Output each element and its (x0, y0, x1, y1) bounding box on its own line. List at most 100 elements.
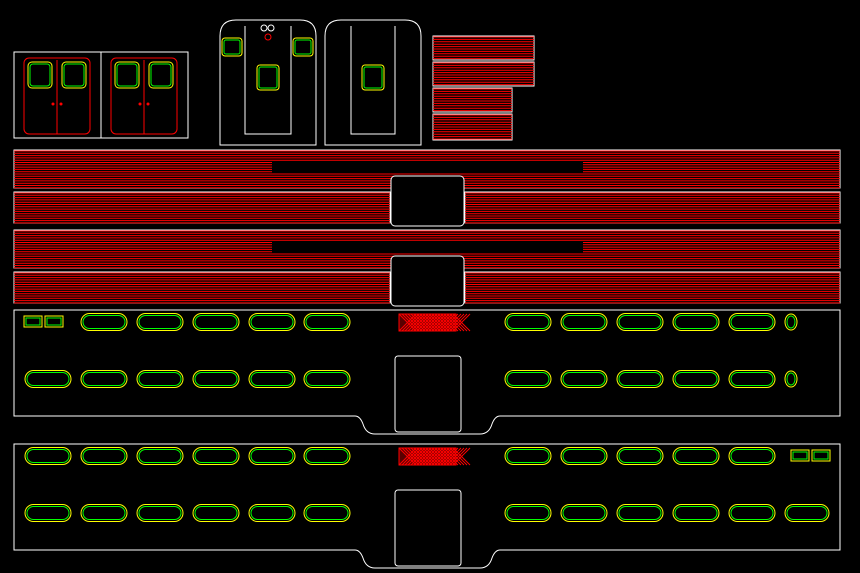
door-handle-icon (51, 102, 55, 106)
window-inner (562, 315, 606, 329)
grille-line (446, 313, 465, 332)
window-outer (24, 504, 72, 522)
window-outer (728, 504, 776, 522)
side-grille (398, 313, 471, 332)
roof-panels (13, 149, 841, 307)
window-bottom-right (672, 370, 720, 388)
window-outer (504, 313, 552, 331)
small-window-inner (46, 317, 62, 326)
door-handle-icon (146, 102, 150, 106)
window-outer (616, 504, 664, 522)
window-outer (616, 370, 664, 388)
window-bottom-left (248, 370, 296, 388)
strip-1 (432, 35, 535, 61)
window-bottom-right (560, 504, 608, 522)
window-inner (82, 372, 126, 386)
window-outer (560, 313, 608, 331)
window-inner (250, 506, 294, 520)
door-panels (13, 51, 189, 139)
side-panel-1 (13, 309, 841, 435)
window-inner (194, 372, 238, 386)
window-outer (784, 313, 798, 331)
window-outer (560, 370, 608, 388)
end-cab-rear-outline (324, 19, 422, 146)
window-outer (192, 447, 240, 465)
window-bottom-far-right (784, 504, 830, 522)
roof-hatch-cover (390, 255, 465, 307)
grille-line (443, 313, 462, 332)
headlight-right-icon (267, 24, 275, 32)
window-outer (248, 447, 296, 465)
window-bottom-left (24, 370, 72, 388)
strip-hatch (433, 36, 534, 60)
roof-lower-left-hatch (14, 192, 390, 224)
window-top-right (560, 447, 608, 465)
door-window-left-inner (116, 63, 138, 87)
window-bottom-left (192, 504, 240, 522)
roof-lower-right-hatch (465, 192, 840, 224)
window-inner (674, 315, 718, 329)
window-inner (618, 506, 662, 520)
window-top-right (504, 447, 552, 465)
small-window (23, 315, 43, 328)
window-top-left (80, 447, 128, 465)
end-cab-rear-inner (350, 26, 396, 135)
window-outer (136, 504, 184, 522)
strip-hatch (433, 88, 512, 112)
grille-line (446, 447, 465, 466)
cab-rear-door-window-inner (363, 66, 383, 89)
window-top-right (728, 313, 776, 331)
window-outer (616, 447, 664, 465)
window-inner (730, 372, 774, 386)
small-window (811, 449, 831, 462)
window-outer (784, 504, 830, 522)
window-top-right (672, 447, 720, 465)
window-top-left (24, 447, 72, 465)
roof-hatch-cover (390, 175, 465, 227)
window-bottom-left (303, 370, 351, 388)
window-outer (728, 370, 776, 388)
window-top-left (303, 447, 351, 465)
window-outer (248, 370, 296, 388)
window-top-left (192, 447, 240, 465)
small-window (790, 449, 810, 462)
window-inner (26, 372, 70, 386)
window-inner (138, 372, 182, 386)
window-inner (618, 372, 662, 386)
window-outer (24, 447, 72, 465)
side-panels (13, 309, 841, 569)
cab-front-window-right (292, 37, 314, 57)
window-top-left (136, 313, 184, 331)
window-inner (305, 449, 349, 463)
window-inner (562, 449, 606, 463)
window-outer (504, 504, 552, 522)
cab-front-door-window (256, 64, 280, 91)
door-window-left (114, 61, 140, 89)
small-window-inner (813, 451, 829, 460)
window-inner (194, 506, 238, 520)
roof-vent-slot (272, 162, 583, 173)
window-top-left (136, 447, 184, 465)
window-inner (305, 506, 349, 520)
window-outer (504, 370, 552, 388)
window-bottom-right (560, 370, 608, 388)
strip-4 (432, 113, 513, 141)
cab-front-door-window-inner (258, 66, 278, 89)
window-inner (786, 315, 796, 329)
window-inner (194, 449, 238, 463)
window-inner (138, 449, 182, 463)
door-handle-icon (59, 102, 63, 106)
window-outer (560, 447, 608, 465)
window-bottom-right (504, 504, 552, 522)
window-top-right (616, 447, 664, 465)
window-bottom-left (80, 504, 128, 522)
window-inner (250, 315, 294, 329)
door-window-right (148, 61, 174, 89)
window-inner (674, 449, 718, 463)
window-outer (136, 313, 184, 331)
side-grille (398, 447, 471, 466)
window-outer (728, 447, 776, 465)
window-bottom-left (192, 370, 240, 388)
window-inner (506, 315, 550, 329)
emblem-icon (264, 33, 272, 41)
